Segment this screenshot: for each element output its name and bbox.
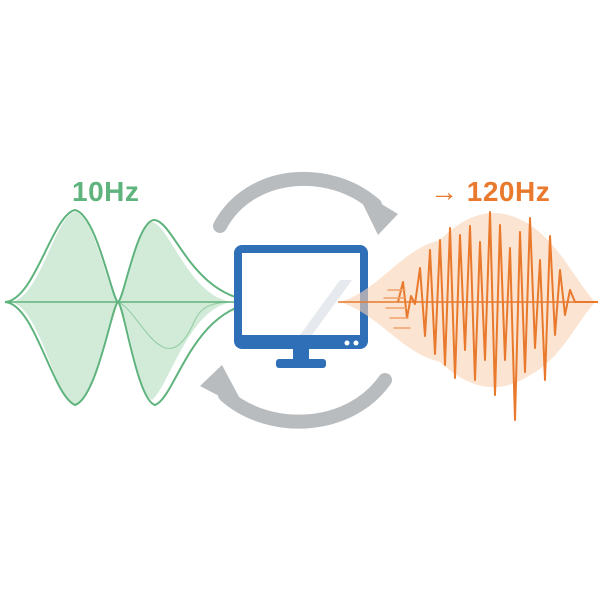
monitor-screen: [242, 253, 360, 335]
speed-lines: [383, 289, 411, 329]
right-frequency-label: → 120Hz: [430, 176, 551, 207]
curved-arrow-right-icon: [213, 171, 382, 233]
monitor-led-1: [344, 340, 350, 346]
low-frequency-wave: [4, 208, 263, 407]
monitor-base: [276, 359, 326, 368]
monitor-neck: [293, 349, 309, 361]
left-frequency-label: 10Hz: [72, 176, 140, 207]
curved-arrow-left-head: [200, 365, 246, 410]
curved-arrow-left-icon: [218, 373, 392, 429]
monitor-screen-glare: [300, 280, 352, 335]
high-frequency-wave: [338, 211, 598, 421]
high-wave-signal: [397, 211, 598, 421]
curved-arrow-right-head: [355, 188, 398, 235]
monitor-icon: [234, 245, 368, 368]
cycle-arrows: [200, 171, 398, 429]
low-wave-fill: [10, 212, 235, 405]
monitor-led-2: [353, 340, 359, 346]
